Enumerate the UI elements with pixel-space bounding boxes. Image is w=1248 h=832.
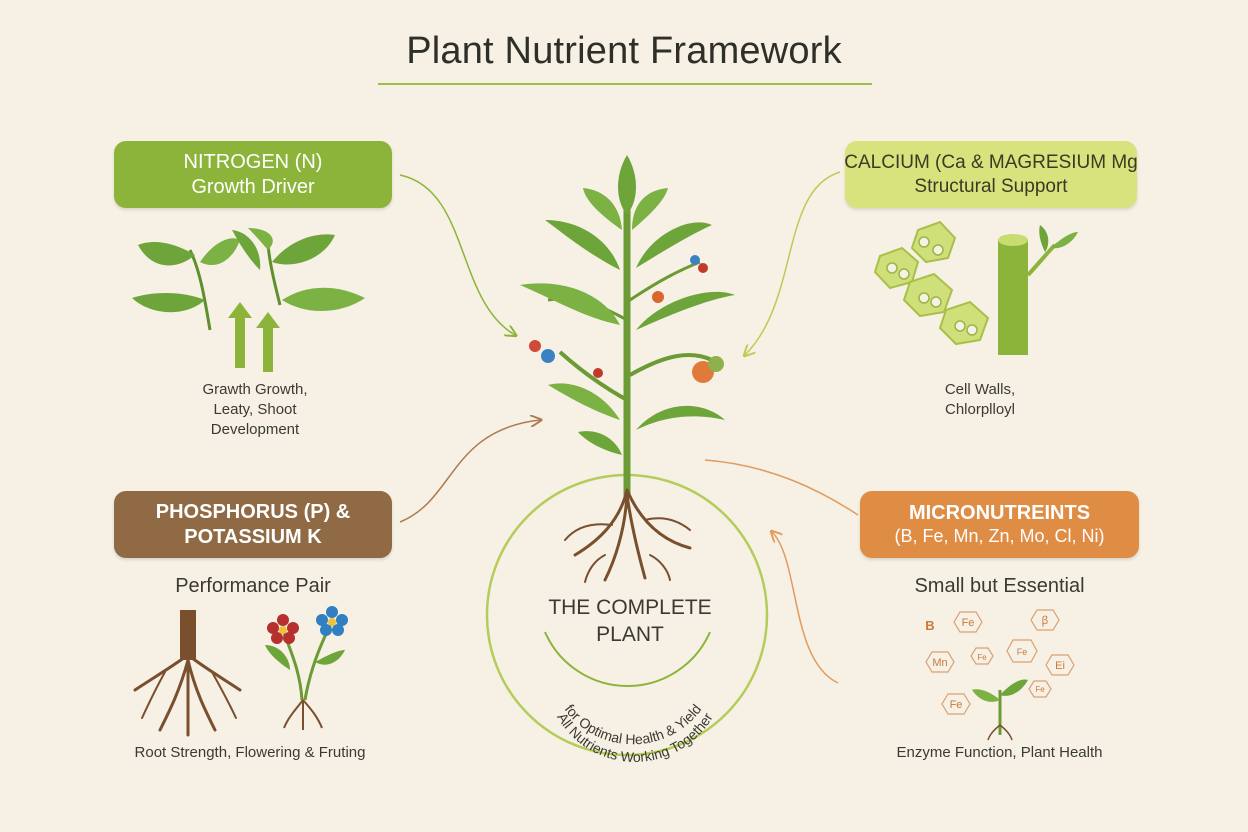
micronutrients-box: MICRONUTREINTS (B, Fe, Mn, Zn, Mo, Cl, N… bbox=[860, 491, 1139, 558]
calcium-caption-line: Chlorplloyl bbox=[944, 401, 1016, 419]
arrow-phosphorus bbox=[399, 420, 540, 523]
nitrogen-caption-line: Leaty, Shoot bbox=[213, 400, 297, 418]
micronutrients-heading: MICRONUTREINTS bbox=[908, 502, 1091, 525]
flowers-icon bbox=[265, 606, 348, 730]
page-title: Plant Nutrient Framework bbox=[406, 30, 842, 72]
arrow-nitrogen bbox=[399, 174, 515, 335]
phosphorus-subheading: POTASSIUM K bbox=[184, 525, 322, 548]
nitrogen-box: NITROGEN (N) Growth Driver bbox=[114, 141, 392, 208]
micronutrient-symbols: B Fe Mn ꞵ Fe Fe Ei Fe Fe bbox=[925, 609, 1075, 715]
calcium-box: CALCIUM (Ca & MAGRESIUM Mg Structural Su… bbox=[844, 141, 1138, 208]
micronutrients-caption-head: Small but Essential bbox=[914, 575, 1085, 597]
arrow-calcium bbox=[745, 171, 841, 355]
seedling-icon bbox=[972, 679, 1028, 741]
center-inner-arc bbox=[544, 631, 711, 687]
nitrogen-caption-line: Grawth Growth, bbox=[202, 381, 308, 398]
symbol-mn: Mn bbox=[932, 657, 947, 669]
phosphorus-caption-head: Performance Pair bbox=[175, 575, 331, 597]
phosphorus-box: PHOSPHORUS (P) & POTASSIUM K bbox=[114, 491, 392, 558]
phosphorus-heading: PHOSPHORUS (P) & bbox=[155, 501, 351, 524]
micronutrients-caption-foot: Enzyme Function, Plant Health bbox=[896, 744, 1103, 761]
symbol-fe-1: Fe bbox=[962, 617, 975, 629]
title-underline bbox=[378, 83, 872, 85]
symbol-misc-1: ꞵ bbox=[1042, 615, 1049, 627]
symbol-fe-4: Fe bbox=[950, 699, 963, 711]
symbol-ei: Ei bbox=[1055, 660, 1065, 672]
stem-icon bbox=[998, 225, 1078, 355]
symbol-fe-5: Fe bbox=[1035, 685, 1045, 694]
center-title-line: THE COMPLETE bbox=[548, 596, 712, 619]
nitrogen-heading: NITROGEN (N) bbox=[183, 151, 323, 174]
micronutrients-subheading: (B, Fe, Mn, Zn, Mo, Cl, Ni) bbox=[894, 525, 1105, 546]
center-title: THE COMPLETE PLANT bbox=[510, 594, 750, 649]
center-title-line: PLANT bbox=[596, 623, 664, 647]
nitrogen-caption-line: Development bbox=[210, 420, 300, 438]
symbol-b: B bbox=[925, 618, 934, 633]
central-plant-icon bbox=[520, 155, 735, 583]
calcium-caption-line: Cell Walls, bbox=[944, 381, 1016, 398]
roots-icon bbox=[133, 610, 242, 737]
calcium-caption: Cell Walls, Chlorplloyl bbox=[900, 380, 1060, 421]
phosphorus-caption-foot: Root Strength, Flowering & Fruting bbox=[134, 744, 366, 761]
symbol-fe-2: Fe bbox=[977, 653, 987, 662]
calcium-subheading: Structural Support bbox=[914, 175, 1068, 197]
calcium-cells-icon bbox=[873, 220, 990, 346]
nitrogen-leaves-icon bbox=[132, 228, 365, 372]
arrow-micronutrients bbox=[772, 532, 839, 684]
nitrogen-subheading: Growth Driver bbox=[191, 175, 315, 198]
arrow-micronutrients-upper bbox=[704, 459, 859, 516]
calcium-heading: CALCIUM (Ca & MAGRESIUM Mg bbox=[844, 152, 1138, 174]
symbol-fe-3: Fe bbox=[1017, 647, 1028, 657]
nitrogen-caption: Grawth Growth, Leaty, Shoot Development bbox=[160, 380, 350, 439]
